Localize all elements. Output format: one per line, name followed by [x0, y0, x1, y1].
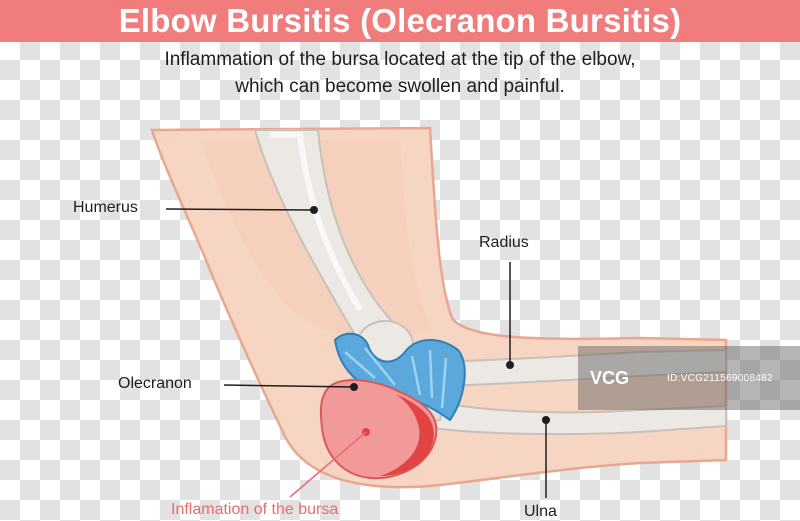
label-humerus: Humerus	[73, 199, 138, 216]
label-inflamed-bursa: Inflamation of the bursa	[171, 501, 339, 518]
subtitle-line-2: which can become swollen and painful.	[235, 76, 565, 97]
page-title: Elbow Bursitis (Olecranon Bursitis)	[118, 2, 682, 39]
humerus-pointer-dot	[310, 206, 318, 214]
label-radius: Radius	[479, 234, 529, 251]
ulna-bone	[428, 398, 727, 436]
humerus-shaft-highlight	[270, 132, 363, 312]
olecranon-pointer-dot	[350, 383, 358, 391]
label-olecranon: Olecranon	[118, 375, 192, 392]
ulna-pointer-dot	[542, 416, 550, 424]
bursa-leader	[289, 431, 367, 498]
radius-pointer-dot	[506, 361, 514, 369]
radius-bone	[438, 348, 727, 388]
title-banner: Elbow Bursitis (Olecranon Bursitis)	[0, 0, 800, 42]
bursa-inflamed-edge	[380, 394, 434, 476]
watermark-logo: VCG	[590, 367, 630, 388]
watermark: VCG ID:VCG211569008482	[578, 346, 800, 410]
olecranon-leader	[223, 384, 355, 388]
subtitle-line-1: Inflammation of the bursa located at the…	[164, 49, 636, 70]
bursa-sac	[319, 379, 438, 480]
watermark-id: ID:VCG211569008482	[667, 372, 773, 384]
label-ulna: Ulna	[524, 503, 557, 520]
ligament-fibers	[344, 347, 448, 409]
humerus-leader	[165, 208, 315, 211]
